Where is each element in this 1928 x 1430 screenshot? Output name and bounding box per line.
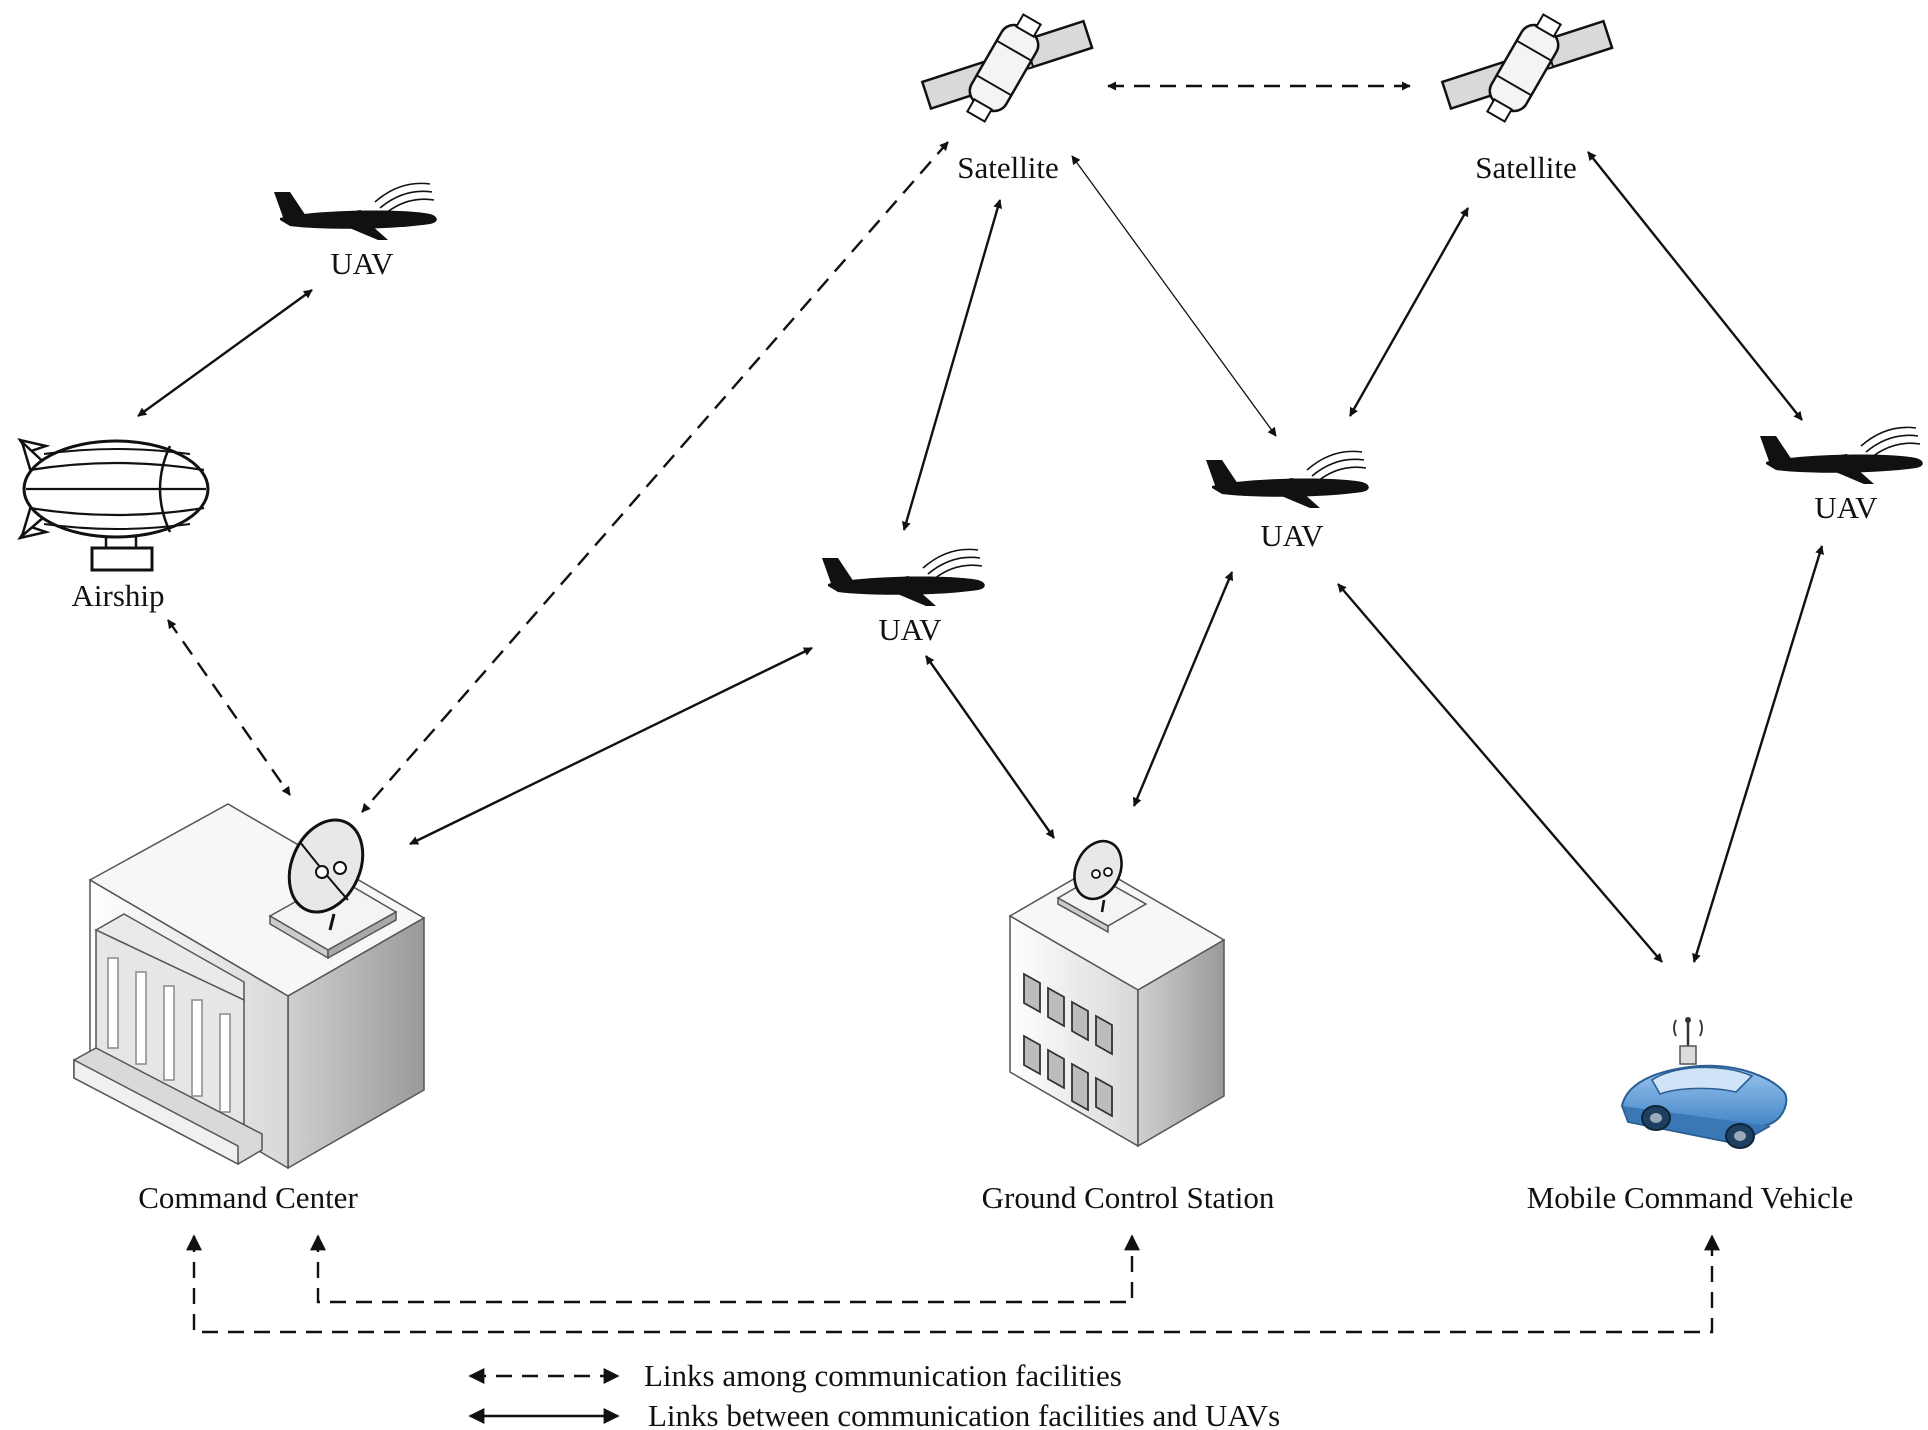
link-satellite-uav-middle — [1071, 155, 1277, 437]
satellite-icon — [918, 8, 1096, 128]
node-label: Satellite — [957, 150, 1059, 185]
uav-icon — [1759, 426, 1924, 485]
link-satellite-command-center — [361, 141, 949, 813]
link-satellite2-uav-right — [1587, 151, 1803, 421]
ground-control-station-building-icon — [1008, 865, 1226, 1148]
node-label: UAV — [1260, 518, 1324, 553]
uav-node-top-left: UAV — [273, 182, 438, 281]
link-uav-middle-vehicle — [1337, 583, 1663, 963]
uav-node-center: UAV — [821, 548, 986, 647]
uav-node-middle: UAV — [1205, 450, 1370, 553]
satellite-dish-icon — [1073, 839, 1123, 913]
legend: Links among communication facilities Lin… — [468, 1358, 1280, 1430]
satellite-dish-icon — [287, 818, 365, 931]
link-satellite2-uav-middle — [1348, 207, 1470, 417]
uav-icon — [821, 548, 986, 607]
satellite-node-1: Satellite — [918, 8, 1096, 185]
airship-node: Airship — [17, 437, 210, 613]
node-label: UAV — [878, 612, 942, 647]
link-uav-middle-ground-control — [1132, 571, 1234, 807]
link-satellite-uav-center — [901, 199, 1003, 531]
satellite-icon — [1438, 8, 1616, 128]
node-label: Airship — [72, 578, 165, 613]
link-command-center-vehicle — [186, 1234, 1720, 1334]
node-label: Satellite — [1475, 150, 1577, 185]
legend-item-dashed: Links among communication facilities — [468, 1358, 1122, 1393]
airship-icon — [17, 437, 210, 572]
links — [137, 81, 1824, 1334]
node-label: UAV — [330, 246, 394, 281]
node-label: UAV — [1814, 490, 1878, 525]
link-uav-center-ground-control — [925, 655, 1055, 839]
node-label: Mobile Command Vehicle — [1527, 1180, 1854, 1215]
command-center-node: Command Center — [73, 803, 426, 1215]
mobile-command-vehicle-icon — [1620, 1017, 1788, 1149]
link-command-center-ground-control — [310, 1234, 1140, 1304]
link-uav-airship — [137, 289, 313, 417]
command-center-building-icon — [73, 803, 426, 1170]
legend-solid-label: Links between communication facilities a… — [648, 1398, 1280, 1430]
satellite-node-2: Satellite — [1438, 8, 1616, 185]
legend-dashed-label: Links among communication facilities — [644, 1358, 1122, 1393]
node-label: Ground Control Station — [982, 1180, 1275, 1215]
uav-icon — [1205, 450, 1370, 509]
link-uav-right-vehicle — [1692, 545, 1824, 963]
legend-item-solid: Links between communication facilities a… — [468, 1398, 1280, 1430]
ground-control-station-node: Ground Control Station — [982, 839, 1275, 1215]
link-uav-center-command-center — [409, 646, 813, 846]
uav-icon — [273, 182, 438, 241]
mobile-command-vehicle-node: Mobile Command Vehicle — [1527, 1017, 1854, 1215]
uav-node-right: UAV — [1759, 426, 1924, 525]
link-airship-command-center — [167, 619, 291, 796]
node-label: Command Center — [138, 1180, 358, 1215]
